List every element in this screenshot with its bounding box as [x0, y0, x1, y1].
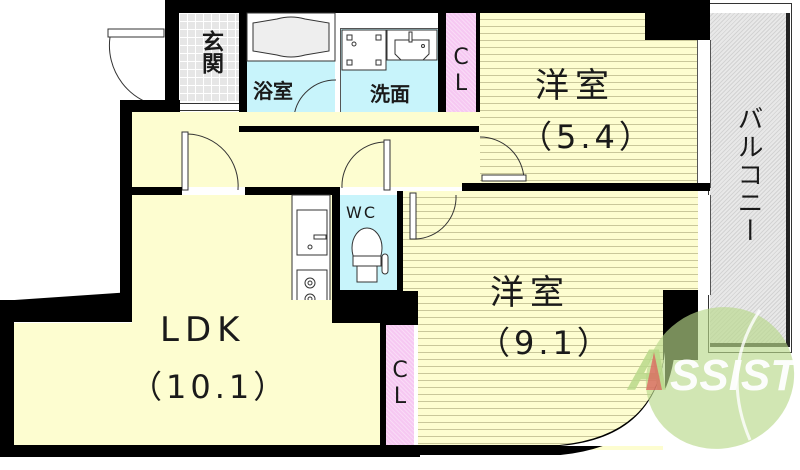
wall: [438, 13, 446, 128]
wc-door-icon[interactable]: [340, 139, 400, 210]
wall: [245, 187, 340, 195]
svg-text:A: A: [626, 338, 670, 403]
western-room-1-door-icon[interactable]: [478, 135, 538, 195]
washroom-label: 洗面: [370, 82, 410, 106]
closet-top-label: CL: [453, 45, 469, 96]
western-room-2-door-icon[interactable]: [408, 192, 458, 253]
ldk-door-icon[interactable]: [180, 131, 240, 202]
ldk-floor: [14, 323, 386, 445]
wall: [332, 290, 418, 325]
ldk-label: LDK: [160, 310, 246, 350]
wall: [132, 187, 182, 195]
genkan-label: 玄関: [198, 30, 223, 74]
western-room-1-floor: [480, 13, 698, 188]
wall: [332, 195, 340, 325]
hallway-floor: [132, 112, 480, 187]
wall: [120, 100, 132, 320]
wall: [120, 100, 180, 112]
wall: [380, 320, 386, 445]
wall: [0, 445, 420, 457]
wc-label: WC: [346, 203, 377, 222]
western-room-1-label: 洋室: [535, 66, 615, 106]
wash-basin-icon: [386, 29, 438, 61]
wall: [645, 0, 710, 40]
wall: [0, 310, 14, 457]
ldk-floor: [132, 300, 332, 330]
wall: [239, 126, 479, 132]
genkan-step: [179, 103, 241, 111]
western-room-2-size: （9.1）: [478, 324, 613, 362]
washing-machine-icon: [341, 29, 387, 71]
closet-top: [446, 13, 476, 126]
wall: [397, 191, 403, 291]
wall: [165, 0, 645, 13]
closet-bottom-label: CL: [392, 358, 408, 409]
wall: [165, 0, 179, 110]
toilet-icon: [351, 227, 389, 283]
assist-logo-text: SSIST: [670, 351, 800, 400]
western-room-2-label: 洋室: [490, 273, 570, 313]
bathroom-label: 浴室: [253, 79, 293, 103]
wall: [476, 13, 480, 128]
window-sash: [697, 40, 711, 188]
western-room-2-floor: [418, 290, 663, 450]
window-sash: [697, 195, 711, 295]
genkan-tile: [179, 13, 239, 101]
closet-bottom: [386, 325, 414, 445]
western-room-2-floor: [403, 191, 698, 291]
wall: [239, 0, 247, 130]
assist-logo: A SSIST: [626, 307, 800, 449]
balcony-label: バルコニー: [733, 105, 763, 245]
bathtub-icon: [246, 12, 336, 62]
ldk-size: （10.1）: [130, 368, 290, 406]
wall: [462, 183, 710, 191]
balcony: [710, 13, 790, 347]
western-room-1-size: （5.4）: [520, 118, 655, 156]
